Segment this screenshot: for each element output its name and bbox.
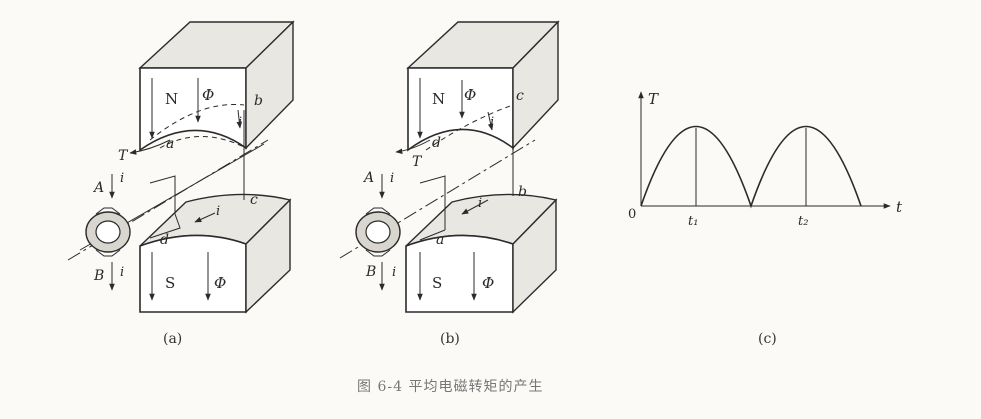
- panel-a-coil-b-label: b: [254, 93, 263, 109]
- figure-caption: 图 6-4 平均电磁转矩的产生: [357, 379, 544, 395]
- panel-b-diagram: N Φ c i d T A i b i a B i S Φ: [339, 20, 560, 314]
- panel-a-coil-current-top: i: [238, 115, 242, 130]
- panel-b-torque-label: T: [412, 154, 423, 170]
- panel-a-coil-current-bottom: i: [216, 204, 220, 219]
- panel-a-brush-a-label: A: [92, 180, 104, 196]
- panel-a-coil-c-label: c: [250, 192, 258, 208]
- panel-a-caption: (a): [163, 331, 183, 347]
- panel-a-flux-bottom-label: Φ: [214, 274, 226, 292]
- panel-b-coil-a-label: a: [436, 232, 444, 248]
- panel-b-north-pole: [406, 20, 560, 152]
- panel-c-torque-curve: [640, 125, 862, 209]
- panel-a-current-top: i: [120, 171, 124, 186]
- panel-c-torque-plot: T t 0 t₁ t₂: [628, 90, 903, 229]
- panel-b-current-top: i: [390, 171, 394, 186]
- panel-c-t2-label: t₂: [798, 214, 808, 229]
- panel-a-south-label: S: [165, 274, 175, 292]
- panel-a-coil-d-label: d: [160, 232, 169, 248]
- panel-b-coil-current-top: i: [490, 115, 494, 130]
- panel-b-flux-top-label: Φ: [464, 86, 476, 104]
- panel-b-south-pole: [405, 193, 558, 314]
- panel-a-brush-b-label: B: [93, 268, 104, 284]
- panel-b-brush-a-label: A: [362, 170, 374, 186]
- panel-c-t1-label: t₁: [688, 214, 698, 229]
- panel-a-commutator: [85, 207, 131, 257]
- panel-a-flux-top-label: Φ: [202, 86, 214, 104]
- panel-b-current-bottom: i: [392, 265, 396, 280]
- panel-c-caption: (c): [758, 331, 777, 347]
- panel-a-north-pole: [138, 20, 295, 152]
- panel-a-coil-a-label: a: [166, 136, 174, 152]
- panel-c-origin-label: 0: [628, 207, 636, 222]
- panel-b-commutator: [355, 207, 401, 257]
- panel-b-flux-bottom-label: Φ: [482, 274, 494, 292]
- panel-a-south-pole: [139, 193, 292, 314]
- panel-b-coil: [419, 110, 514, 241]
- panel-b-coil-d-label: d: [432, 135, 441, 151]
- panel-b-coil-b-label: b: [518, 184, 527, 200]
- panel-a-coil: [149, 110, 245, 239]
- panel-b-brush-b-label: B: [365, 264, 376, 280]
- panel-a-current-bottom: i: [120, 265, 124, 280]
- panel-c-x-axis-label: t: [896, 198, 903, 216]
- panel-a-diagram: N Φ b i a T A i c i d B i S Φ: [67, 20, 295, 314]
- panel-c-y-axis-label: T: [648, 90, 659, 108]
- panel-b-coil-c-label: c: [516, 88, 524, 104]
- panel-a-torque-label: T: [118, 148, 129, 164]
- panel-b-coil-current-bottom: i: [478, 196, 482, 211]
- panel-b-north-label: N: [432, 90, 445, 108]
- panel-b-south-label: S: [432, 274, 442, 292]
- panel-b-caption: (b): [440, 331, 460, 347]
- panel-a-north-label: N: [165, 90, 178, 108]
